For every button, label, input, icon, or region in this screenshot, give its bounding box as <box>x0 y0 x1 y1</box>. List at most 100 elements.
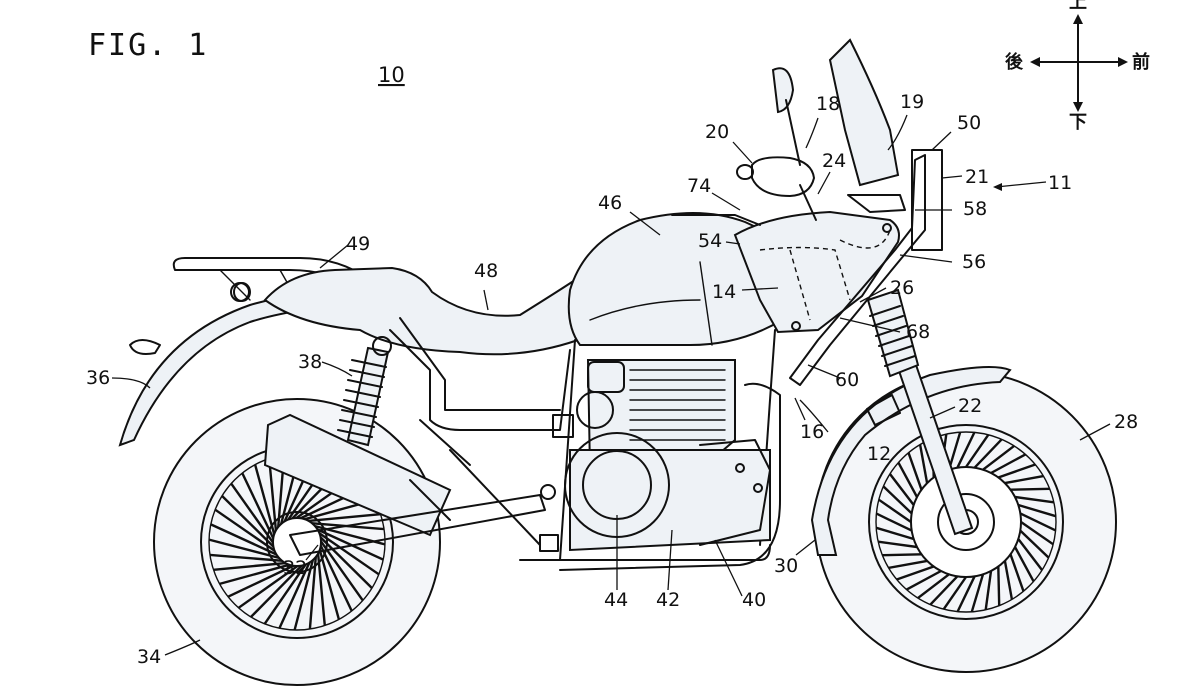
rear-wheel-spoke <box>250 561 306 618</box>
callout-16: 16 <box>800 421 824 443</box>
callout-50: 50 <box>957 112 981 134</box>
motorcycle-drawing <box>118 38 1117 686</box>
front-wheel-spoke <box>906 569 942 591</box>
rear-wheel-spoke <box>317 537 364 602</box>
rear-wheel-spoke <box>209 553 287 563</box>
front-fork <box>866 288 974 536</box>
callout-38: 38 <box>298 351 322 373</box>
rear-wheel-spoke <box>316 549 326 626</box>
rear-wheel-spoke <box>315 530 380 576</box>
callout-74: 74 <box>687 175 711 197</box>
rear-wheel-spoke <box>227 562 298 598</box>
front-wheel-spoke <box>1019 512 1057 532</box>
callout-19: 19 <box>900 91 924 113</box>
callout-46: 46 <box>598 192 622 214</box>
front-wheel-spoke <box>929 575 959 606</box>
callout-12: 12 <box>867 443 891 465</box>
front-wheel-spoke <box>878 498 912 523</box>
rear-wheel-spoke <box>313 526 384 561</box>
guard-frame <box>789 154 926 386</box>
windscreen <box>828 38 900 187</box>
callout-54: 54 <box>698 230 722 252</box>
direction-down-label: 下 <box>1069 112 1087 133</box>
rear-wheel-spoke <box>316 533 373 589</box>
callout-49: 49 <box>346 233 370 255</box>
callout-56: 56 <box>962 251 986 273</box>
rear-wheel-spoke <box>304 513 381 523</box>
reference-number: 10 <box>378 63 405 87</box>
callout-28: 28 <box>1114 411 1138 433</box>
front-wheel-spoke <box>878 540 918 549</box>
front-wheel-spoke <box>942 576 967 610</box>
rear-wheel-spoke <box>208 538 284 561</box>
callout-30: 30 <box>774 555 798 577</box>
muffler <box>263 413 452 537</box>
rear-wheel-spoke <box>253 464 277 539</box>
front-wheel-spoke <box>875 512 913 532</box>
front-wheel-spoke <box>1004 474 1044 485</box>
callout-22: 22 <box>958 395 982 417</box>
rear-wheel-spoke <box>230 482 277 547</box>
swingarm <box>289 494 546 556</box>
front-wheel-spoke <box>907 452 923 491</box>
callout-60: 60 <box>835 369 859 391</box>
front-wheel-spoke <box>888 473 915 506</box>
figure-title: FIG. 1 <box>88 28 208 63</box>
front-wheel-spoke <box>882 553 922 557</box>
front-wheel-spoke <box>956 575 976 613</box>
front-wheel-spoke <box>1003 560 1014 600</box>
rear-wheel-spoke <box>213 561 290 571</box>
rear-wheel-spoke <box>278 558 313 629</box>
engine <box>539 359 771 552</box>
callout-68: 68 <box>906 321 930 343</box>
front-wheel-spoke <box>882 485 913 515</box>
rear-wheel-spoke <box>241 472 277 543</box>
rear-wheel-spoke <box>293 555 316 631</box>
callout-58: 58 <box>963 198 987 220</box>
handlebar <box>671 214 761 226</box>
callout-44: 44 <box>604 589 628 611</box>
front-wheel-spoke <box>875 526 915 541</box>
rear-wheel-spoke <box>317 541 353 612</box>
front-wheel-spoke <box>1017 538 1044 571</box>
front-wheel-spoke <box>918 444 929 484</box>
callout-32: 32 <box>283 557 307 579</box>
direction-front-label: 前 <box>1132 51 1150 73</box>
rear-shock <box>337 336 392 447</box>
front-wheel-spoke <box>1014 495 1054 504</box>
front-wheel-spoke <box>1020 521 1054 546</box>
callout-21: 21 <box>965 166 989 188</box>
rear-wheel-spoke <box>237 562 302 609</box>
front-wheel-spoke <box>997 463 1036 479</box>
direction-rear-label: 後 <box>1005 51 1024 73</box>
front-wheel-spoke <box>982 444 1015 471</box>
front-wheel-spoke <box>973 438 1003 469</box>
callout-leaders <box>111 114 1111 656</box>
front-wheel-spoke <box>984 570 993 610</box>
rear-wheel-spoke <box>308 552 318 630</box>
front-wheel-spoke <box>965 434 990 468</box>
front-wheel-spoke <box>956 431 976 469</box>
rear-wheel-spoke <box>268 458 278 535</box>
callout-42: 42 <box>656 589 680 611</box>
callout-40: 40 <box>742 589 766 611</box>
rear-wheel-spoke <box>210 523 281 558</box>
callout-18: 18 <box>816 93 840 115</box>
rear-wheel-spoke <box>263 560 309 625</box>
rear-wheel-spoke <box>221 495 278 551</box>
rear-wheel-spoke <box>317 545 341 620</box>
direction-up-label: 上 <box>1069 0 1087 13</box>
rear-wheel-spoke <box>219 562 294 586</box>
front-wheel-spoke <box>888 559 928 570</box>
front-wheel-spoke <box>1013 546 1035 582</box>
front-wheel-spoke <box>997 566 1001 606</box>
callout-34: 34 <box>137 646 161 668</box>
front-wheel-spoke <box>1017 503 1057 518</box>
front-wheel-spoke <box>896 565 935 581</box>
callout-26: 26 <box>890 277 914 299</box>
direction-indicator: 上 下 前 後 <box>1005 0 1150 133</box>
front-wheel-spoke <box>1009 553 1025 592</box>
front-wheel-spoke <box>1019 529 1050 559</box>
exhaust-header <box>559 382 781 571</box>
